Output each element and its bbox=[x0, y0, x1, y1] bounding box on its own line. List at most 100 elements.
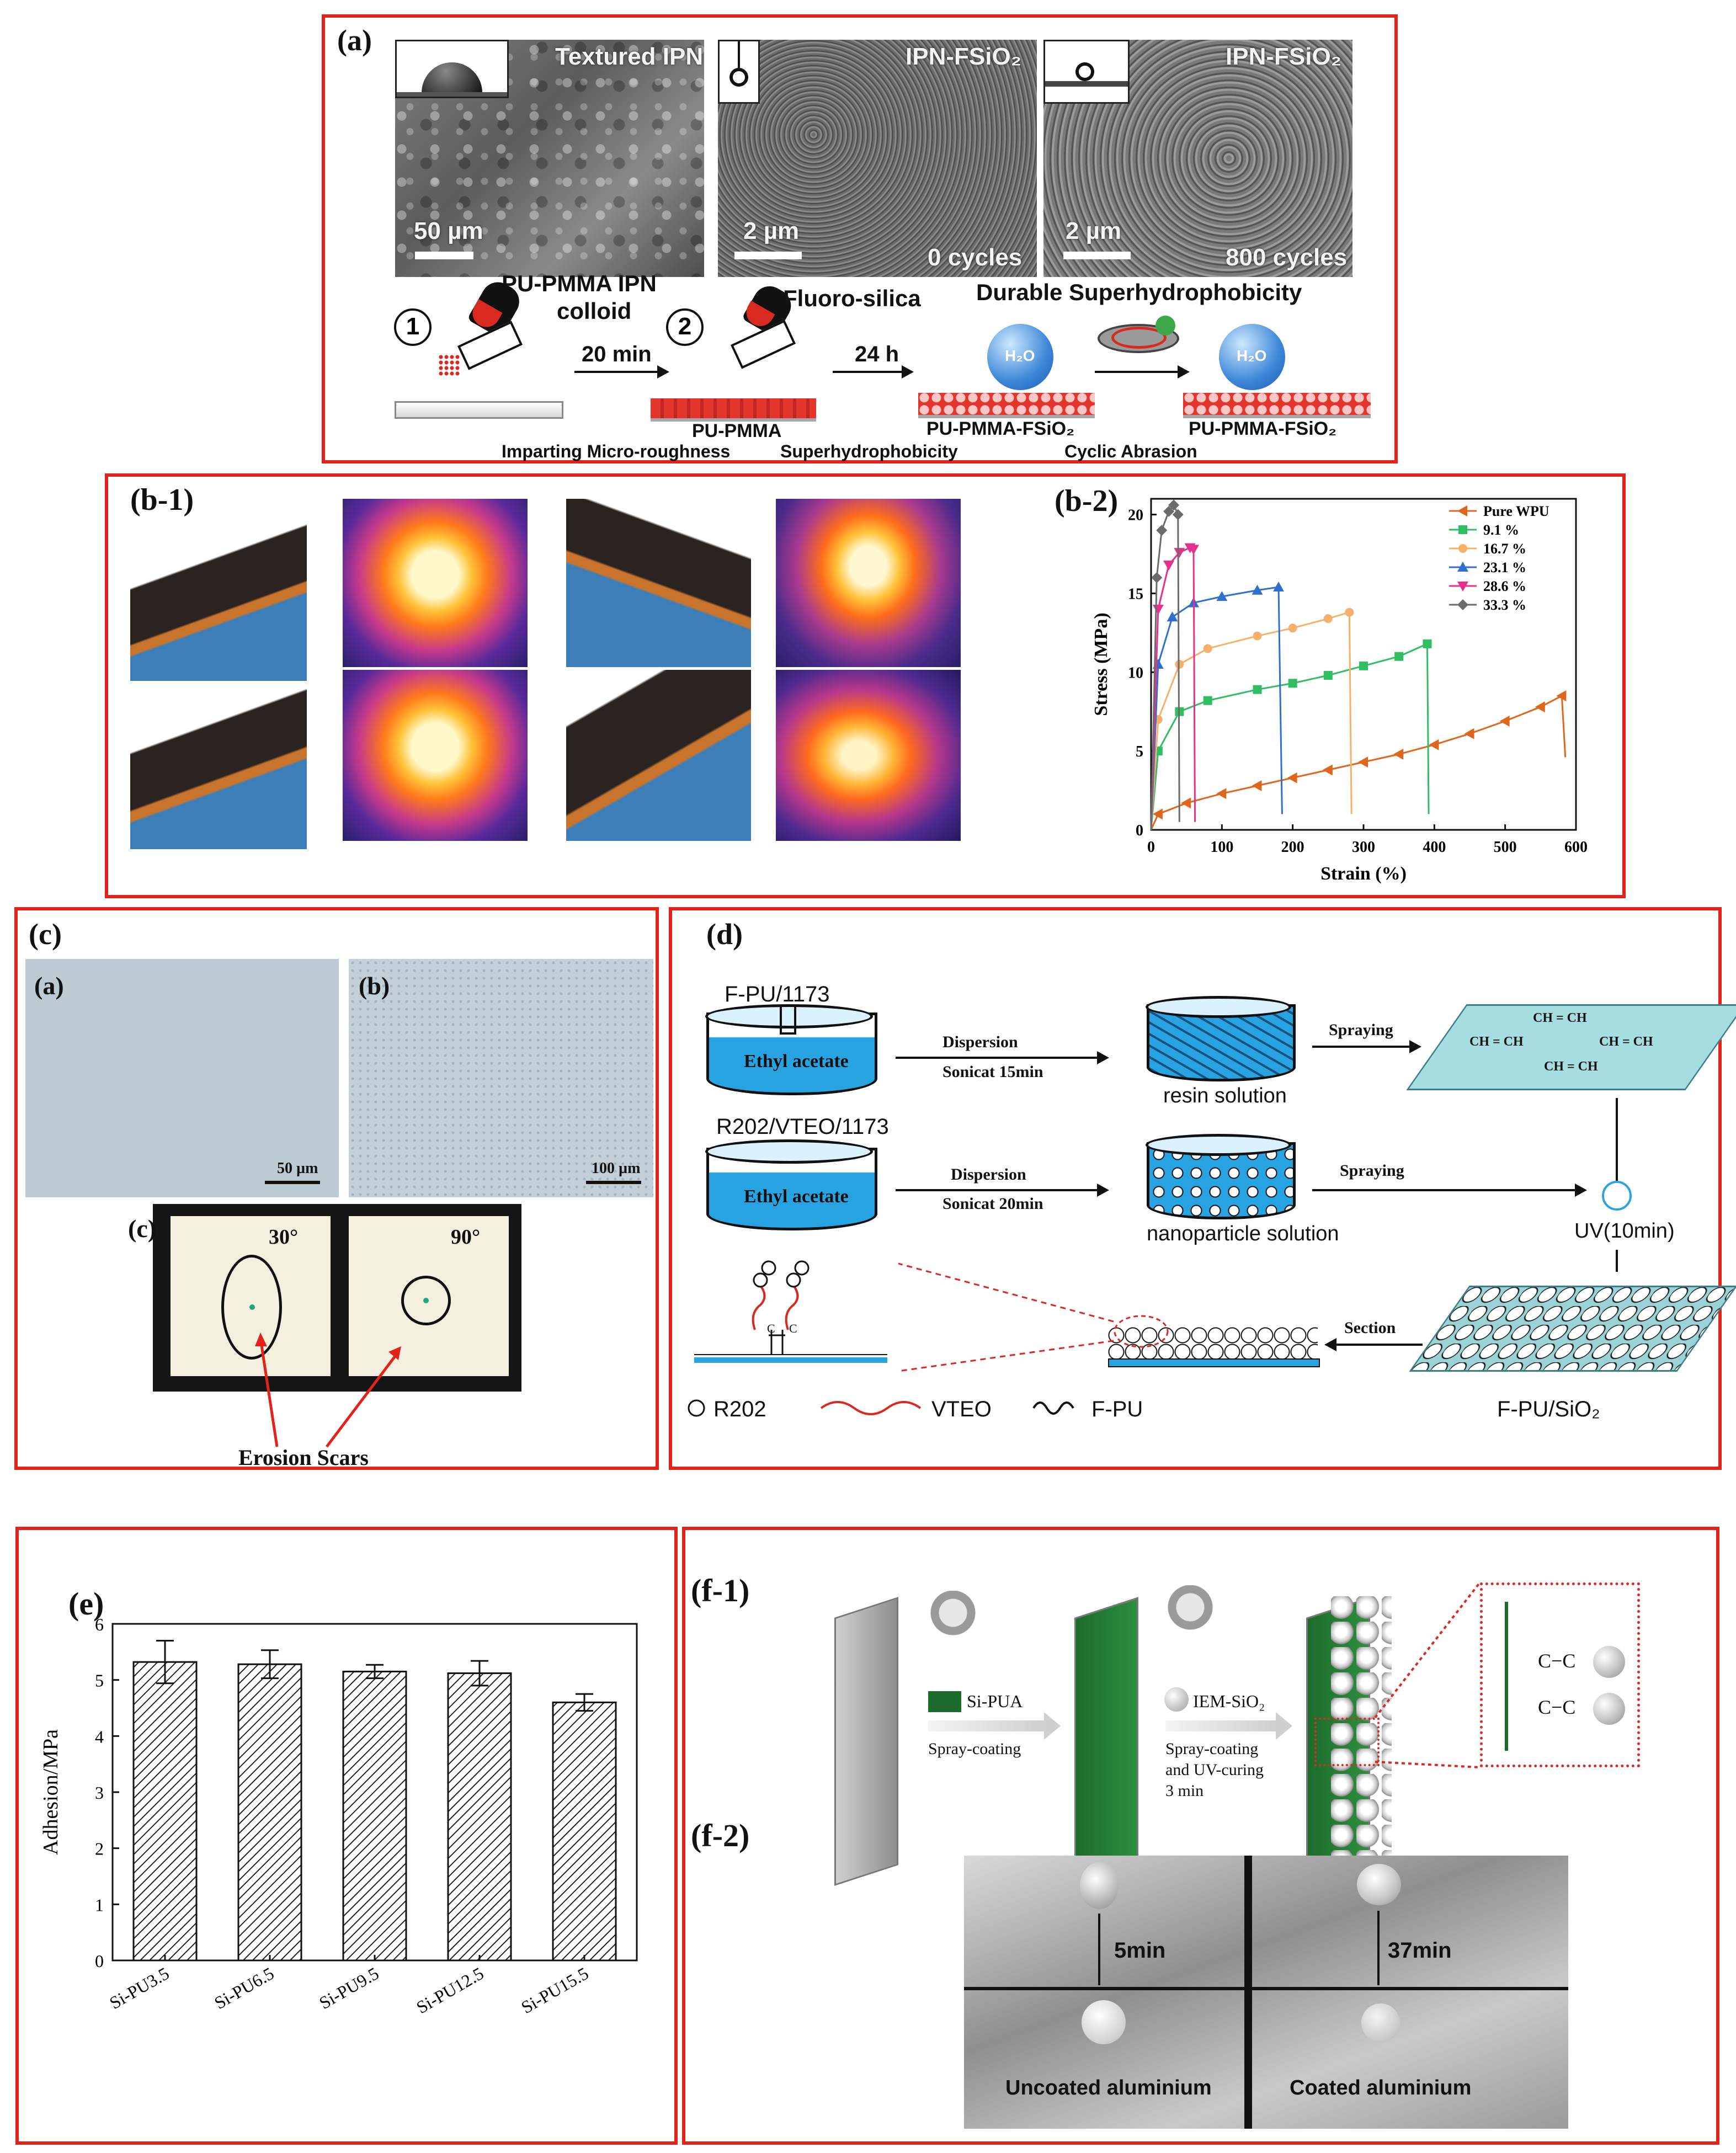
legend-sipua: Si-PUA bbox=[967, 1691, 1023, 1711]
micrograph-b bbox=[349, 959, 653, 1197]
sem2-scalebar bbox=[734, 252, 802, 259]
data-point bbox=[1152, 605, 1164, 615]
drop-uncoated-bottom bbox=[1082, 2000, 1126, 2044]
section-label: Section bbox=[1344, 1319, 1396, 1337]
panel-f2-label: (f-2) bbox=[691, 1818, 750, 1853]
data-point bbox=[1556, 690, 1567, 702]
data-point bbox=[1216, 788, 1227, 800]
sem2-scale: 2 µm bbox=[743, 217, 800, 244]
arrow-coated bbox=[1377, 1911, 1380, 1985]
x-tick-label: 500 bbox=[1494, 839, 1517, 856]
step1-title-l1: PU-PMMA IPN bbox=[502, 270, 657, 296]
y-tick-label: 6 bbox=[95, 1614, 104, 1634]
data-point bbox=[1393, 748, 1404, 760]
data-point bbox=[1151, 572, 1163, 583]
data-point bbox=[1203, 696, 1212, 705]
panel-c-label: (c) bbox=[29, 918, 62, 951]
x-tick-label: Si-PU9.5 bbox=[316, 1963, 382, 2013]
x-tick-label: Si-PU6.5 bbox=[211, 1963, 277, 2013]
sem-image-ipn-fsio2-0: IPN-FSiO₂ 2 µm 0 cycles bbox=[718, 40, 1037, 277]
uv-label: UV(10min) bbox=[1574, 1219, 1675, 1243]
legend-marker bbox=[1457, 505, 1467, 516]
angle-30: 30° bbox=[269, 1225, 299, 1249]
x-tick-label: 400 bbox=[1423, 839, 1446, 856]
photo-divider-v bbox=[1244, 1856, 1252, 2129]
row2-spray: Spraying bbox=[1340, 1161, 1404, 1180]
photo-folded-film-3 bbox=[130, 684, 307, 849]
row1-chem: F-PU/1173 bbox=[725, 982, 830, 1006]
legend-marker bbox=[1458, 525, 1467, 534]
x-tick-label: 200 bbox=[1281, 839, 1304, 856]
micrograph-b-label: (b) bbox=[359, 972, 390, 1000]
arrow-f2 bbox=[1165, 1720, 1276, 1731]
arrow2 bbox=[833, 371, 904, 373]
data-point bbox=[1499, 715, 1510, 727]
row2-spray-arrow bbox=[1312, 1189, 1577, 1191]
panel-d: (d) F-PU/1173 Ethyl acetate Dispersion S… bbox=[669, 907, 1736, 1470]
uv-lamp-icon bbox=[1602, 1181, 1632, 1211]
panel-f1-label: (f-1) bbox=[691, 1573, 750, 1608]
time2: 24 h bbox=[855, 342, 899, 366]
uv-arrow-down bbox=[1616, 1250, 1618, 1272]
data-point bbox=[1535, 701, 1545, 713]
caption3: Cyclic Abrasion bbox=[1064, 441, 1197, 461]
h2o-2: H₂O bbox=[1237, 347, 1267, 364]
data-point bbox=[1216, 591, 1228, 601]
step1-title-l2: colloid bbox=[557, 298, 632, 324]
data-point bbox=[1429, 739, 1439, 750]
data-point bbox=[1252, 780, 1262, 791]
water-drop-1 bbox=[987, 324, 1053, 390]
step1-number: 1 bbox=[394, 308, 432, 346]
x-tick-label: 300 bbox=[1352, 839, 1375, 856]
arrow1 bbox=[574, 371, 660, 373]
x-tick-label: 100 bbox=[1210, 839, 1233, 856]
micrograph-a-scalebar bbox=[265, 1181, 320, 1184]
x-tick-label: Si-PU3.5 bbox=[106, 1963, 172, 2013]
sem3-scalebar bbox=[1063, 252, 1131, 259]
data-point bbox=[1288, 679, 1297, 688]
sem3-scale: 2 µm bbox=[1066, 217, 1122, 244]
scar-arrows bbox=[255, 1333, 401, 1448]
drop-coated-bottom bbox=[1361, 2003, 1400, 2042]
panel-b1-label: (b-1) bbox=[130, 483, 194, 517]
bond2: C−C bbox=[1538, 1696, 1576, 1718]
legend-label: 33.3 % bbox=[1483, 597, 1526, 613]
sem2-title: IPN-FSiO₂ bbox=[906, 43, 1022, 70]
funnel-icon-1 bbox=[780, 1007, 796, 1035]
cross-section bbox=[1108, 1327, 1318, 1360]
y-tick-label: 5 bbox=[1136, 743, 1143, 760]
droplet-photo: 5min 37min Uncoated aluminium Coated alu… bbox=[964, 1856, 1568, 2129]
legend-label: 9.1 % bbox=[1483, 522, 1519, 538]
data-point bbox=[1174, 548, 1185, 558]
y-axis-label: Stress (MPa) bbox=[1091, 612, 1111, 716]
sphere-layer bbox=[1331, 1596, 1392, 1872]
x-tick-label: 0 bbox=[1147, 839, 1155, 856]
thermal-image-3 bbox=[343, 670, 528, 841]
panel-e-label: (e) bbox=[68, 1586, 104, 1622]
arrow-uncoated bbox=[1098, 1914, 1100, 1985]
micrograph-a-label: (a) bbox=[34, 972, 64, 1000]
panel-f: (f-1) (f-2) Si-PUA Spray-coating IEM-SiO… bbox=[682, 1527, 1719, 2145]
y-tick-label: 5 bbox=[95, 1671, 104, 1691]
x-axis-label: Strain (%) bbox=[1320, 864, 1407, 884]
durable-title: Durable Superhydrophobicity bbox=[976, 279, 1302, 305]
y-tick-label: 1 bbox=[95, 1895, 104, 1915]
row1-arrow bbox=[896, 1057, 1100, 1059]
data-point bbox=[1288, 623, 1297, 633]
data-point bbox=[1322, 764, 1333, 776]
sample-90 bbox=[349, 1216, 509, 1376]
pu-pmma-layer bbox=[651, 398, 816, 422]
data-point bbox=[1323, 614, 1333, 623]
data-point bbox=[1253, 631, 1262, 641]
zoom-box-large: C−C C−C bbox=[1480, 1582, 1640, 1767]
micrograph-a bbox=[25, 959, 339, 1197]
fsio2-layer-1 bbox=[918, 393, 1095, 418]
sem1-title: Textured IPN bbox=[555, 43, 704, 70]
erosion-scars-label: Erosion Scars bbox=[238, 1445, 369, 1470]
section-arrow bbox=[1334, 1344, 1423, 1346]
sem-image-ipn-fsio2-800: IPN-FSiO₂ 2 µm 800 cycles bbox=[1043, 40, 1352, 277]
micrograph-b-scalebar bbox=[586, 1181, 641, 1184]
data-point bbox=[1358, 756, 1368, 768]
beaker-2 bbox=[706, 1148, 877, 1230]
data-point bbox=[1167, 611, 1178, 622]
